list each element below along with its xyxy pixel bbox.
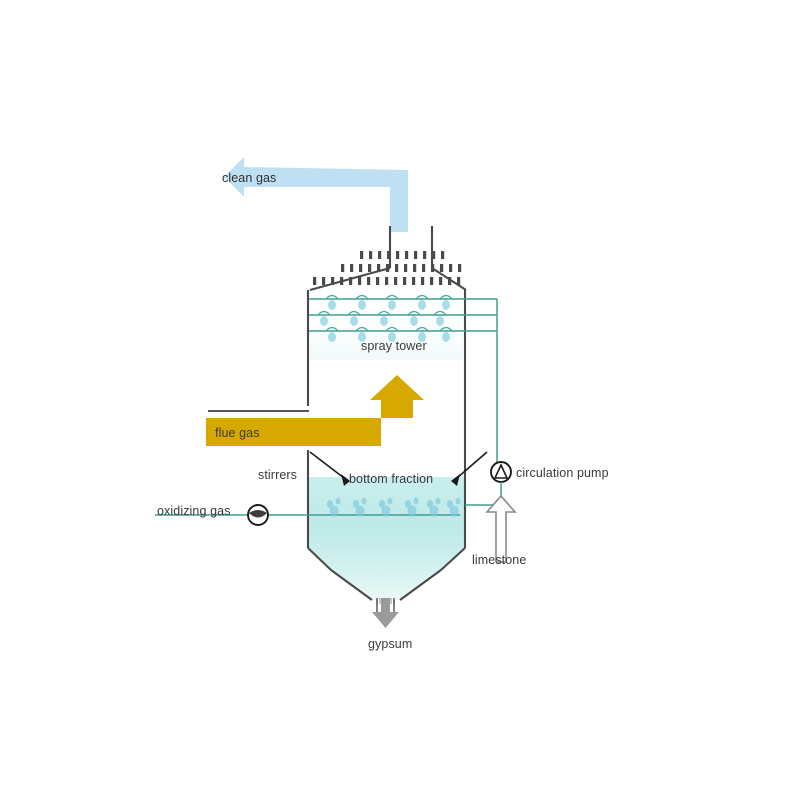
stirrers (309, 451, 488, 486)
gypsum-label: gypsum (368, 637, 412, 651)
spray-tower-label: spray tower (361, 339, 427, 353)
flue-gas-arrow (206, 375, 424, 446)
clean-gas-arrow (224, 157, 408, 232)
stirrer-paddle-2 (451, 474, 460, 486)
aeration-bubbles (326, 497, 461, 517)
stirrer-paddle-1 (341, 474, 350, 486)
flue-gas-label: flue gas (215, 426, 260, 440)
limestone-label: limestone (472, 553, 526, 567)
spray-droplets-row-2 (320, 316, 444, 326)
demister-row-3 (313, 277, 461, 285)
spray-droplets-row-1 (328, 300, 450, 310)
spray-nozzle-row-1 (325, 294, 453, 310)
demister-row-2 (341, 264, 462, 272)
gypsum-outlet (372, 598, 399, 628)
spray-mist-haze (308, 300, 463, 360)
circulation-pump-label: circulation pump (516, 466, 609, 480)
stirrers-label: stirrers (258, 468, 297, 482)
spray-nozzle-row-3 (325, 326, 453, 342)
demister-row-1 (360, 251, 445, 259)
oxidizing-gas-valve-icon (247, 504, 269, 526)
limestone-feed-arrow (485, 494, 517, 563)
clean-gas-label: clean gas (222, 171, 276, 185)
oxidizing-gas-label: oxidizing gas (157, 504, 231, 518)
spray-droplets-row-3 (328, 332, 450, 342)
vessel-liquid-fill (307, 477, 464, 600)
demister-rows (313, 251, 462, 285)
spray-header-bank (309, 294, 497, 342)
bottom-fraction-label: bottom fraction (349, 472, 433, 486)
spray-nozzle-row-2 (317, 310, 447, 326)
circulation-pump (490, 461, 512, 483)
